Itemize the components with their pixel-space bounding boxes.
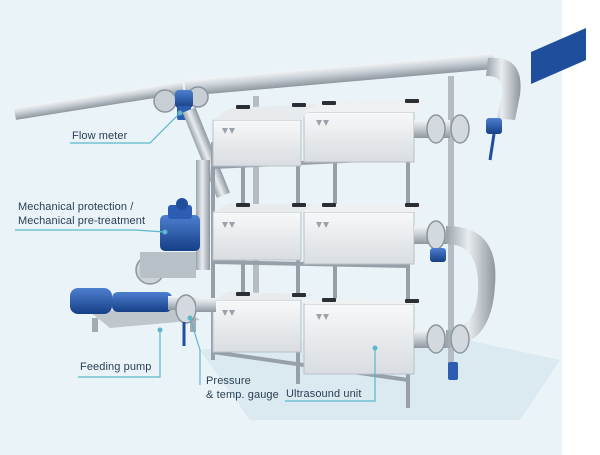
brand-mark-icon xyxy=(531,28,586,84)
label-ultrasound-unit: Ultrasound unit xyxy=(286,388,362,400)
label-mechanical-protection: Mechanical protection / xyxy=(18,201,134,213)
leader-lines xyxy=(15,112,376,402)
diagonal-pipe xyxy=(182,107,230,198)
feeding-pump-icon xyxy=(70,288,202,346)
label-flow-meter: Flow meter xyxy=(72,130,128,142)
label-mechanical-pretreatment: Mechanical pre-treatment xyxy=(18,215,146,227)
leader-dot-mechanical xyxy=(162,229,168,235)
leader-dot-ultrasound xyxy=(372,345,378,351)
label-pressure: Pressure xyxy=(206,375,251,387)
mechanical-pretreatment-icon xyxy=(135,160,210,285)
bottom-feed-pipe xyxy=(196,298,216,312)
top-pipe xyxy=(14,53,521,120)
leader-dot-pressure xyxy=(187,315,193,321)
flow-meter-icon xyxy=(153,86,209,120)
ultrasound-unit-stack xyxy=(212,99,428,375)
leader-dot-feeding-pump xyxy=(157,327,163,333)
leader-dot-flow-meter xyxy=(177,110,183,116)
label-feeding-pump: Feeding pump xyxy=(80,361,152,373)
label-temp-gauge: & temp. gauge xyxy=(206,389,279,401)
right-piping xyxy=(414,114,502,380)
